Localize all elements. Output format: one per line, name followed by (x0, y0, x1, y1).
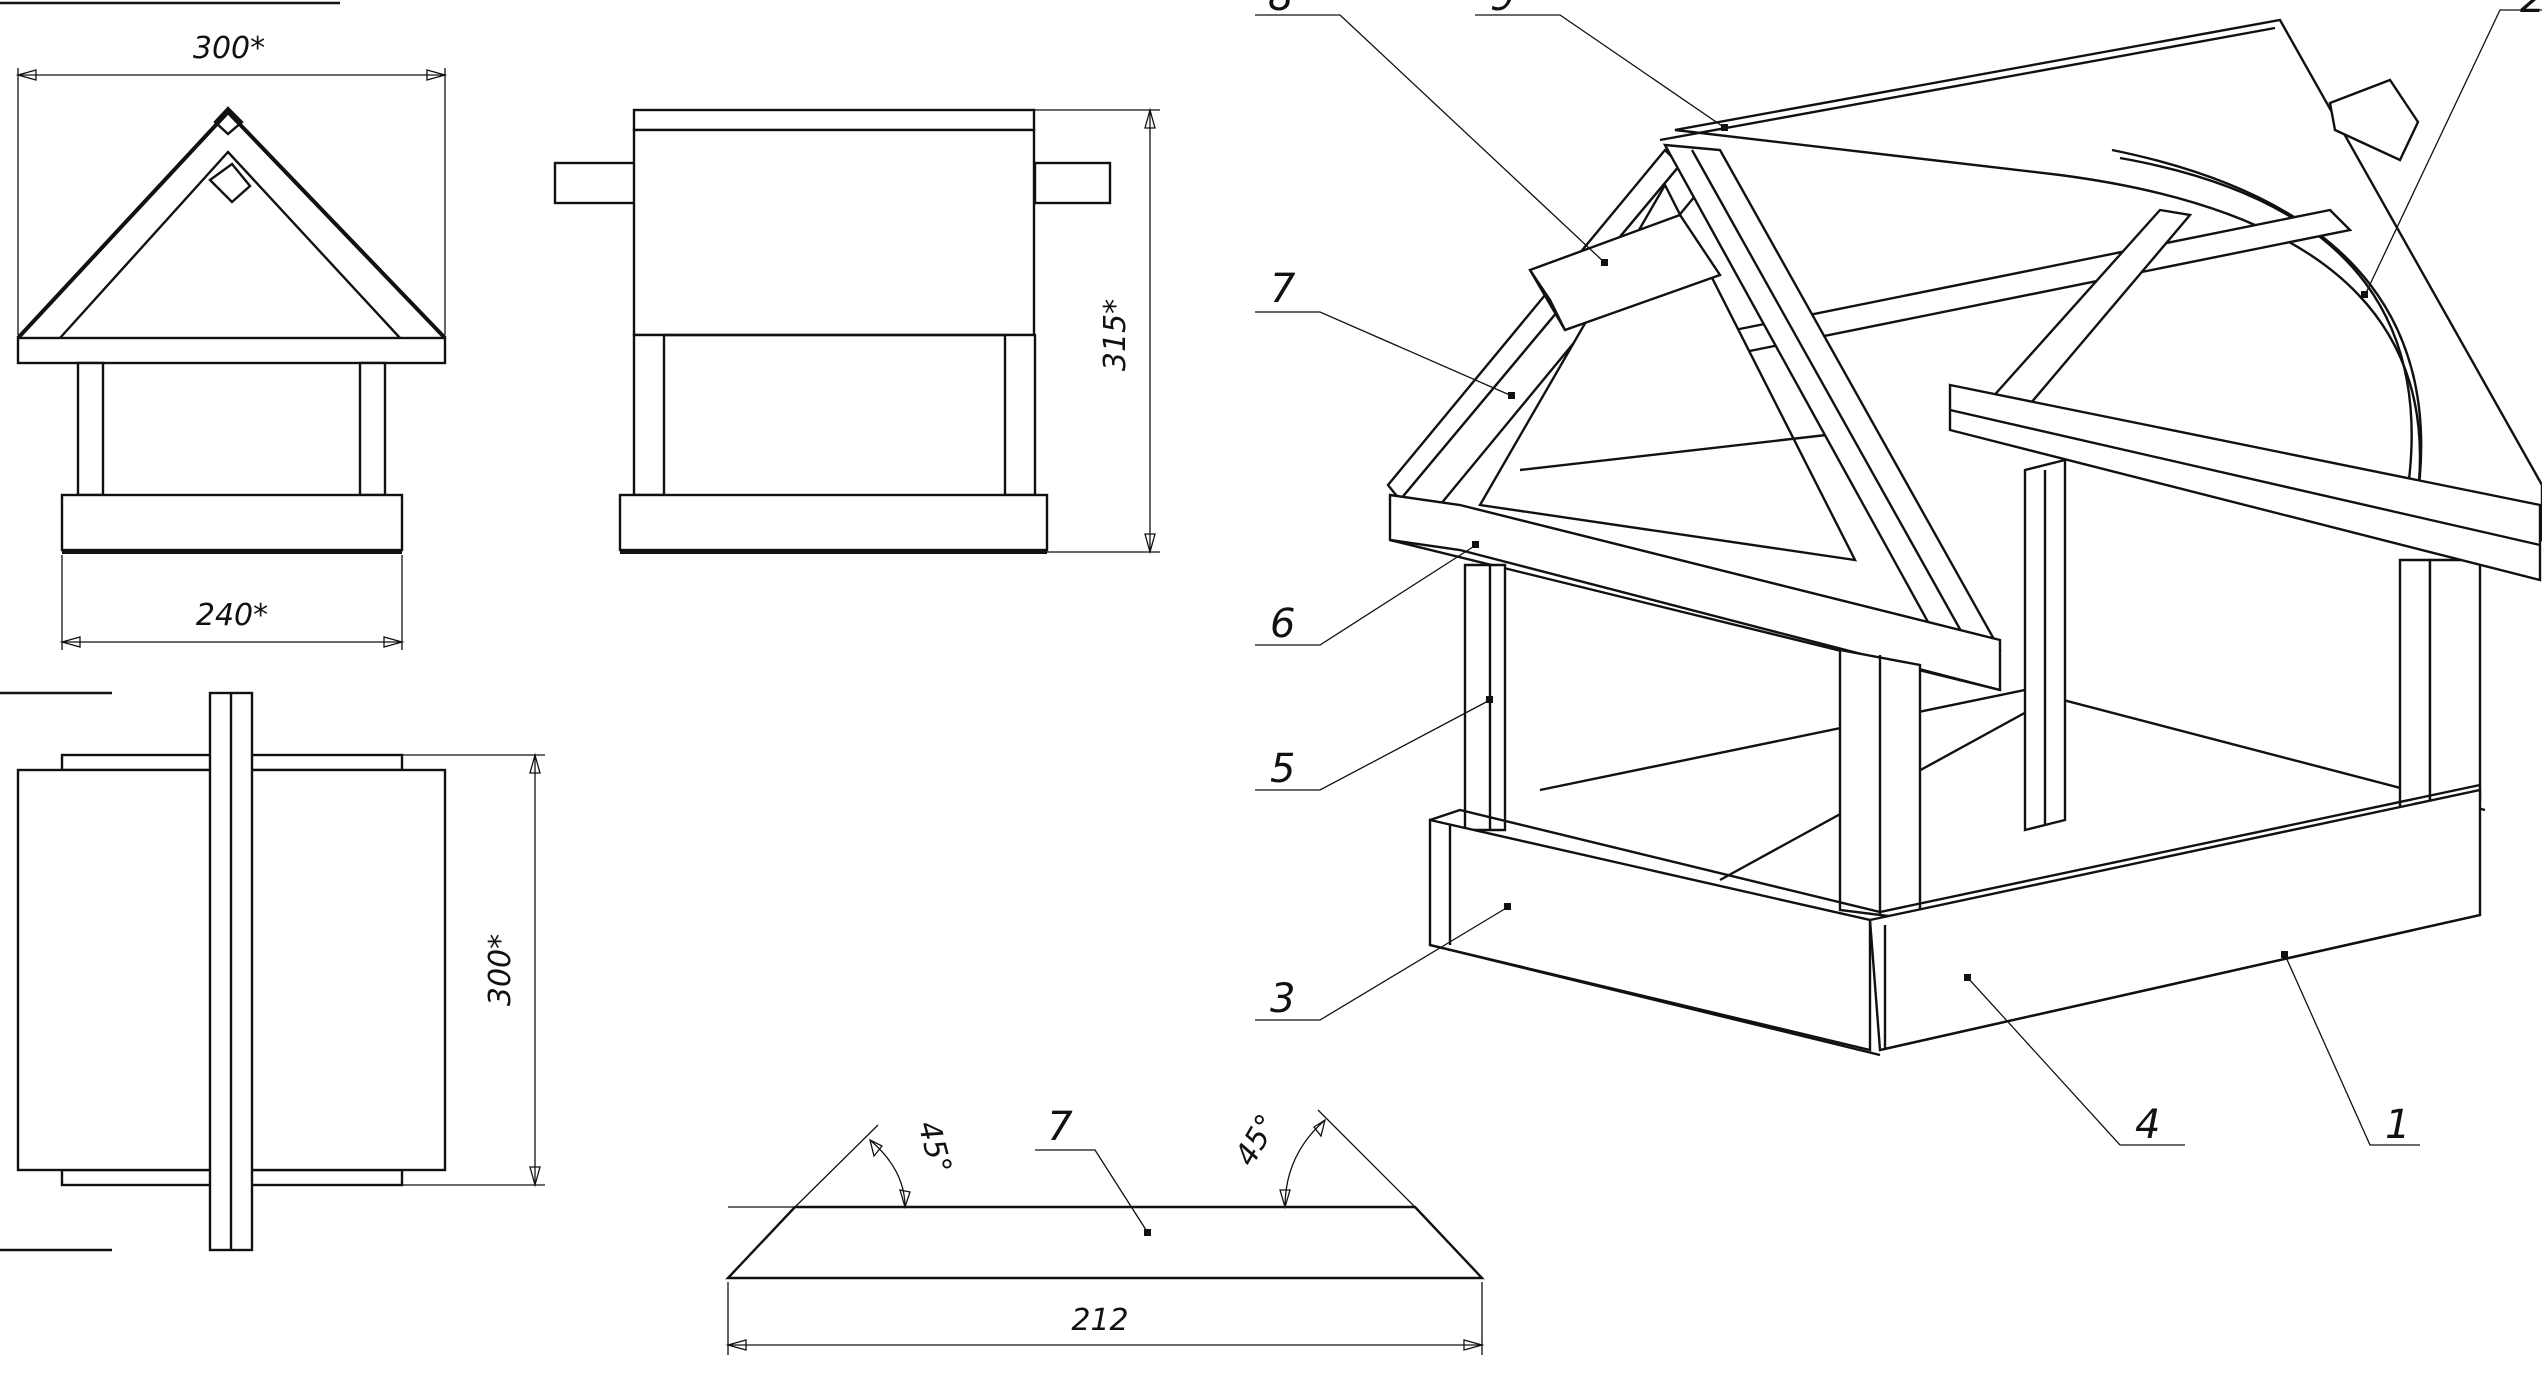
side-height-dimension: 315* (1098, 299, 1133, 371)
isometric-view (1386, 18, 2542, 1057)
part-label-1: 1 (2385, 1102, 2410, 1148)
part-label-2: 2 (2520, 0, 2542, 22)
gable-length-dimension: 212 (1071, 1303, 1128, 1338)
part-label-8: 8 (1268, 0, 1293, 20)
top-view: 300* (0, 691, 545, 1252)
part-label-9: 9 (1490, 0, 1515, 20)
gable-board-detail: 45° 45° 7 212 (725, 1104, 1485, 1355)
front-base-dimension: 240* (196, 598, 268, 633)
part-label-6: 6 (1270, 601, 1295, 647)
angle-right-label: 45° (1228, 1108, 1285, 1172)
part-label-4: 4 (2135, 1102, 2160, 1148)
detail-label: 7 (1047, 1104, 1073, 1150)
front-view: 300* 240* (15, 31, 448, 650)
part-label-5: 5 (1270, 746, 1295, 792)
top-depth-dimension: 300* (483, 934, 518, 1006)
part-label-3: 3 (1270, 976, 1295, 1022)
angle-left-label: 45° (910, 1117, 958, 1177)
side-view: 315* (553, 107, 1160, 555)
part-label-7: 7 (1270, 266, 1296, 312)
front-width-dimension: 300* (193, 31, 265, 66)
part-callouts: 1 2 3 4 5 6 7 8 9 (1255, 0, 2542, 1148)
